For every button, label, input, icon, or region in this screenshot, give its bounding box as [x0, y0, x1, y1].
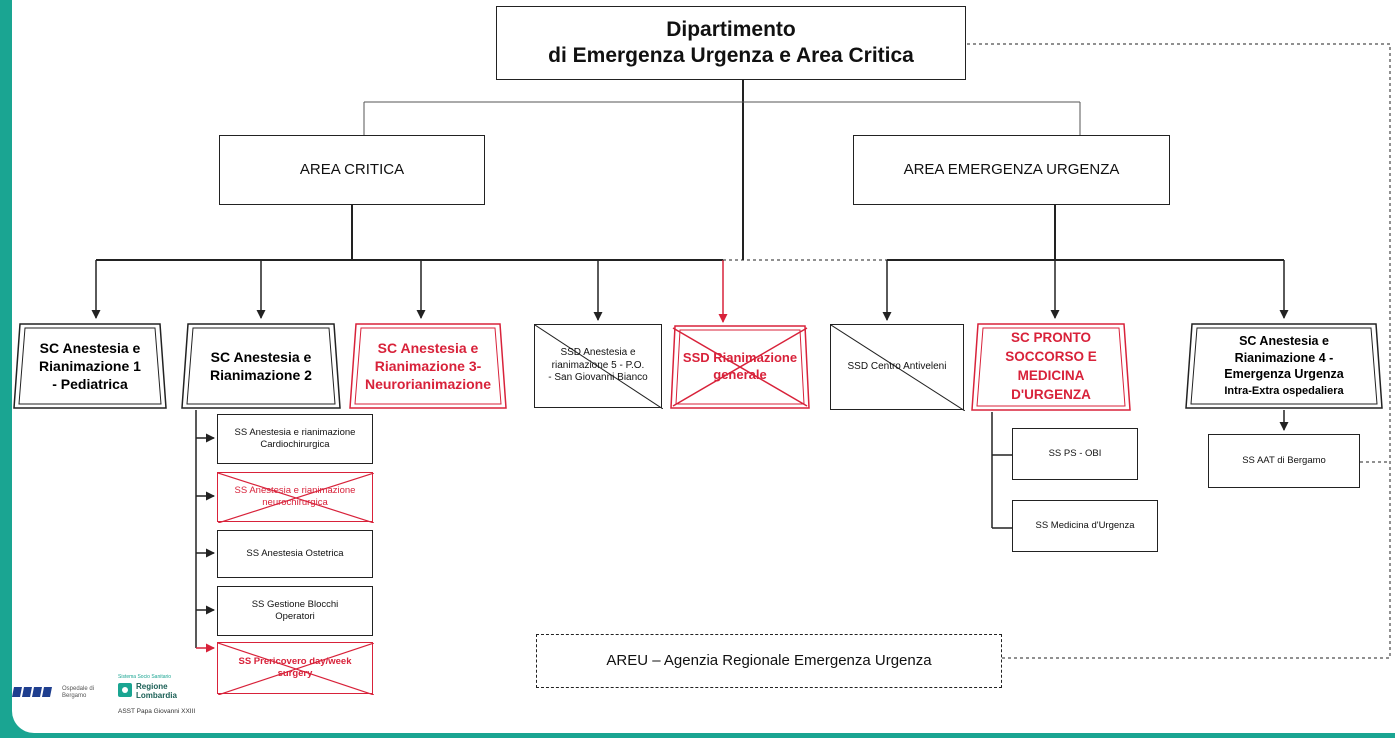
sub-ss-medicina-urgenza: SS Medicina d'Urgenza: [1012, 500, 1158, 552]
org-chart: Dipartimento di Emergenza Urgenza e Area…: [12, 0, 1395, 733]
cross-out-mark: [218, 473, 374, 523]
regione-lombardia-text: Regione Lombardia: [136, 682, 177, 700]
root-title-line1: Dipartimento: [666, 17, 796, 41]
root-department-box: Dipartimento di Emergenza Urgenza e Area…: [496, 6, 966, 80]
sub-ss-ostetrica: SS Anestesia Ostetrica: [217, 530, 373, 578]
root-title-line2: di Emergenza Urgenza e Area Critica: [548, 44, 914, 67]
ospedale-bergamo-logo: [12, 684, 76, 705]
area-critica-box: AREA CRITICA: [219, 135, 485, 205]
connector-lines: [91, 43, 1391, 659]
cross-out-mark: [218, 643, 374, 695]
strike-diagonal: [831, 325, 965, 411]
strike-diagonal: [535, 325, 663, 409]
asst-text: ASST Papa Giovanni XXIII: [118, 708, 196, 715]
unit-ssd-cav: SSD Centro Antiveleni: [830, 324, 965, 411]
area-emergenza-box: AREA EMERGENZA URGENZA: [853, 135, 1170, 205]
regione-lombardia-logo: [118, 683, 132, 702]
area-critica-label: AREA CRITICA: [299, 160, 405, 178]
ospedale-logo-mark: [12, 687, 52, 697]
unit-ssd-cav-label: SSD Centro Antiveleni: [847, 360, 947, 372]
sub-ss-ps-obi: SS PS - OBI: [1012, 428, 1138, 480]
ospedale-logo-text: Ospedale di Bergamo: [62, 686, 95, 700]
sub-ss-aat-bergamo: SS AAT di Bergamo: [1208, 434, 1360, 488]
sistema-sociosanitario-text: Sistema Socio Sanitario: [118, 674, 172, 680]
areu-box: AREU – Agenzia Regionale Emergenza Urgen…: [536, 634, 1002, 688]
rosa-camuna-icon: [118, 683, 132, 697]
cross-out-mark: [672, 327, 808, 407]
area-emergenza-label: AREA EMERGENZA URGENZA: [903, 160, 1120, 178]
